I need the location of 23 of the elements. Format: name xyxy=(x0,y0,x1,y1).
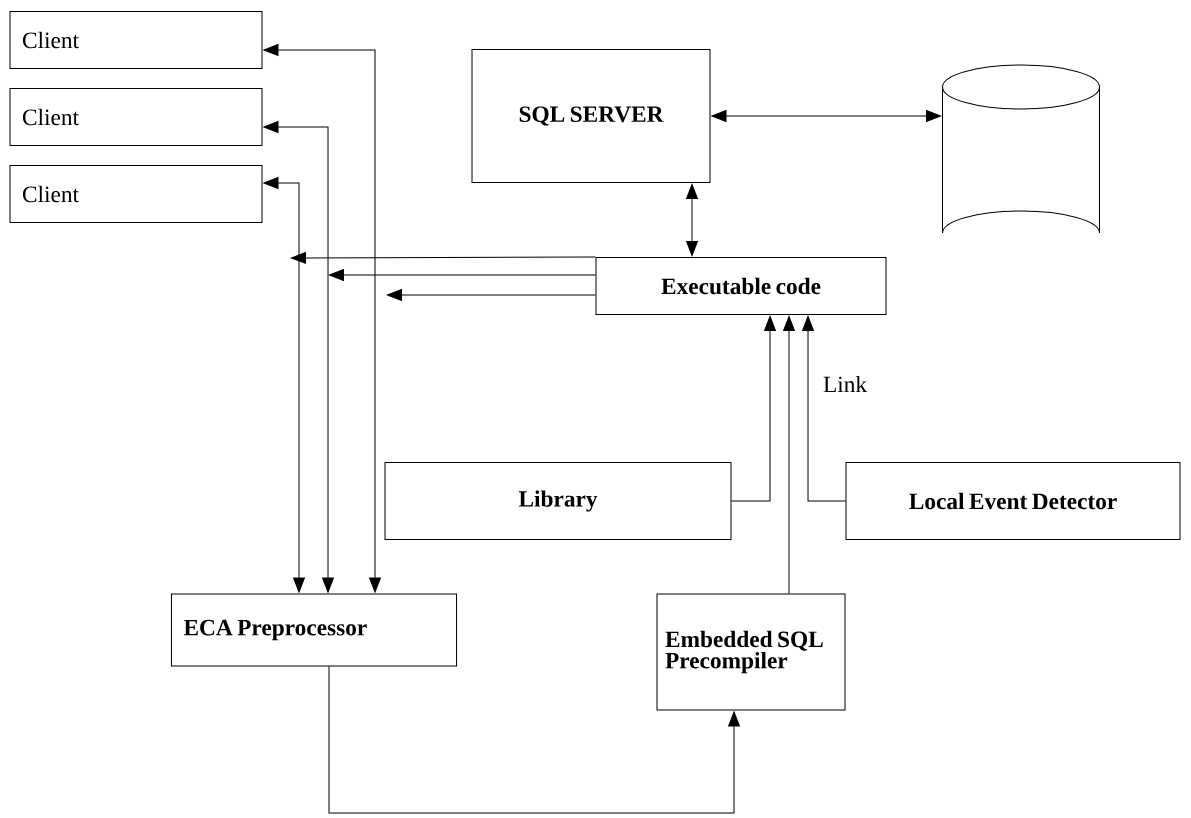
arrow xyxy=(386,289,596,301)
arrow xyxy=(711,110,942,122)
arrow xyxy=(783,315,795,594)
detector-box: Local Event Detector xyxy=(845,462,1181,541)
client-box: Client xyxy=(9,10,263,70)
database-cylinder xyxy=(942,64,1100,234)
server-box: SQL SERVER xyxy=(471,48,711,184)
edge-label: Link xyxy=(821,374,869,394)
arrow xyxy=(263,44,381,593)
arrow xyxy=(731,315,776,502)
arrow xyxy=(686,183,698,257)
arrow xyxy=(290,252,596,264)
client-box: Client xyxy=(9,87,263,147)
process-box: Embedded SQL Precompiler xyxy=(656,593,846,711)
arrow xyxy=(263,177,305,593)
library-box: Library xyxy=(384,462,732,541)
process-box: ECA Preprocessor xyxy=(170,593,458,667)
arrow xyxy=(328,269,596,281)
client-box: Client xyxy=(9,164,263,224)
arrow xyxy=(328,666,740,814)
process-box: Executable code xyxy=(595,256,887,316)
arrow xyxy=(263,121,334,593)
arrow xyxy=(802,315,846,502)
